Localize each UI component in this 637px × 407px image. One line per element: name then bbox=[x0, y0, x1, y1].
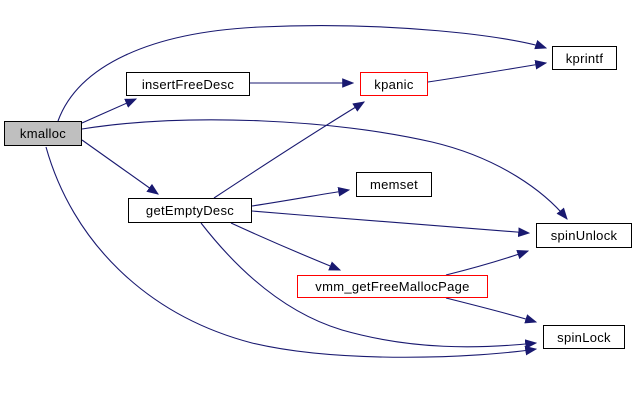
edge-getEmptyDesc-to-memset bbox=[251, 186, 351, 207]
node-kprintf[interactable]: kprintf bbox=[552, 46, 617, 70]
node-kpanic[interactable]: kpanic bbox=[360, 72, 428, 96]
node-vmm_getFreeMallocPage[interactable]: vmm_getFreeMallocPage bbox=[297, 275, 488, 298]
edge-vmm_getFreeMallocPage-to-spinUnlock bbox=[445, 249, 530, 276]
edge-kpanic-to-kprintf bbox=[427, 60, 548, 83]
node-spinLock[interactable]: spinLock bbox=[543, 325, 625, 349]
edge-kmalloc-to-spinLock bbox=[45, 146, 538, 358]
node-spinUnlock[interactable]: spinUnlock bbox=[536, 223, 632, 248]
edge-kmalloc-to-insertFreeDesc bbox=[81, 98, 138, 124]
edge-getEmptyDesc-to-spinUnlock bbox=[251, 210, 531, 237]
edge-vmm_getFreeMallocPage-to-spinLock bbox=[445, 297, 538, 324]
node-insertFreeDesc[interactable]: insertFreeDesc bbox=[126, 72, 250, 96]
edge-kmalloc-to-getEmptyDesc bbox=[81, 139, 159, 195]
node-memset[interactable]: memset bbox=[356, 172, 432, 197]
edge-getEmptyDesc-to-kpanic bbox=[213, 101, 366, 199]
edge-getEmptyDesc-to-vmm_getFreeMallocPage bbox=[230, 222, 342, 271]
node-kmalloc: kmalloc bbox=[4, 121, 82, 146]
node-getEmptyDesc[interactable]: getEmptyDesc bbox=[128, 198, 252, 223]
